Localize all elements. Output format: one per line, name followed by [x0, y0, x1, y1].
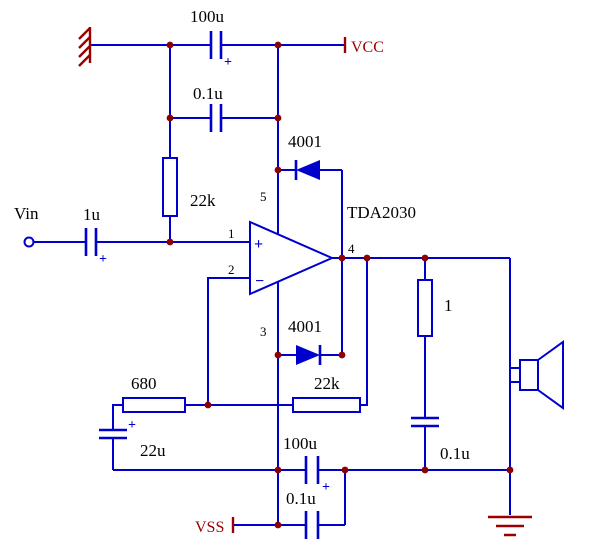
vcc-bulk-cap-plus: +	[224, 55, 232, 70]
junction-dot	[166, 114, 174, 122]
diode-bottom: 4001	[288, 317, 322, 365]
diode-bottom-label: 4001	[288, 317, 322, 336]
wire-pin2-feedback	[207, 277, 250, 405]
junction-dots	[166, 41, 514, 529]
feedback-ground-resistor: 680	[122, 374, 186, 413]
zobel-resistor: 1	[417, 279, 453, 337]
junction-dot	[274, 351, 282, 359]
diode-triangle	[296, 160, 320, 180]
vcc-label: VCC	[351, 39, 384, 56]
opamp: + − TDA2030 1 2 3 4 5	[228, 189, 416, 339]
resistor-body	[292, 397, 361, 413]
bias-resistor: 22k	[162, 157, 216, 217]
junction-dot	[338, 351, 346, 359]
bias-resistor-label: 22k	[190, 191, 216, 210]
junction-dot	[166, 238, 174, 246]
pin4-label: 4	[348, 241, 355, 256]
vin-label: Vin	[14, 204, 39, 223]
input-cap-plus: +	[99, 252, 107, 267]
junction-dot	[341, 466, 349, 474]
vcc-port: VCC	[343, 37, 384, 56]
zobel-cap: 0.1u	[411, 416, 470, 463]
vss-hf-cap-label: 0.1u	[286, 489, 316, 508]
junction-dot	[274, 41, 282, 49]
ground-symbol-top	[78, 27, 92, 67]
junction-dot	[274, 114, 282, 122]
vss-bulk-cap-label: 100u	[283, 434, 318, 453]
feedback-cap-label: 22u	[140, 441, 166, 460]
resistor-body	[162, 157, 178, 217]
cap-plates	[209, 31, 223, 59]
zobel-cap-label: 0.1u	[440, 444, 470, 463]
cap-plates	[209, 104, 223, 132]
junction-dot	[421, 466, 429, 474]
junction-dot	[274, 166, 282, 174]
opamp-minus-input: −	[255, 273, 264, 290]
diode-top-label: 4001	[288, 132, 322, 151]
pin3-label: 3	[260, 324, 267, 339]
speaker-icon	[519, 340, 564, 410]
junction-dot	[166, 41, 174, 49]
junction-dot	[421, 254, 429, 262]
feedback-resistor-label: 22k	[314, 374, 340, 393]
junction-dot	[274, 466, 282, 474]
speaker-driver	[519, 359, 539, 391]
opamp-part-label: TDA2030	[347, 203, 416, 222]
input-cap-plates	[84, 228, 98, 256]
diode-top: 4001	[288, 132, 322, 180]
wire-fb22k-to-output	[360, 258, 368, 406]
vss-hf-cap: 0.1u	[286, 489, 320, 539]
wire-680-to-22u	[112, 404, 123, 430]
speaker-cone	[537, 340, 564, 410]
vcc-hf-cap: 0.1u	[193, 84, 223, 132]
junction-dot	[506, 466, 514, 474]
pin2-label: 2	[228, 262, 235, 277]
vcc-hf-cap-label: 0.1u	[193, 84, 223, 103]
pin5-label: 5	[260, 189, 267, 204]
junction-dot	[363, 254, 371, 262]
feedback-cap: 22u +	[99, 418, 166, 460]
opamp-triangle	[249, 220, 335, 296]
cap-plates	[304, 511, 320, 539]
pin1-label: 1	[228, 226, 235, 241]
feedback-cap-plus: +	[128, 418, 136, 433]
vcc-bulk-cap: 100u +	[190, 7, 232, 70]
vss-bulk-cap: 100u +	[283, 434, 330, 495]
chassis-ground-icon	[78, 27, 92, 67]
zobel-resistor-label: 1	[444, 296, 453, 315]
resistor-body	[122, 397, 186, 413]
input-terminal	[23, 236, 35, 248]
junction-dot	[274, 521, 282, 529]
opamp-plus-input: +	[254, 236, 263, 253]
diode-triangle	[296, 345, 320, 365]
vcc-bulk-cap-label: 100u	[190, 7, 225, 26]
cap-plates	[99, 428, 127, 440]
earth-ground-symbol	[488, 515, 532, 537]
cap-plates	[411, 416, 439, 428]
junction-dot	[338, 254, 346, 262]
vss-port: VSS	[195, 517, 235, 536]
feedback-resistor: 22k	[292, 374, 361, 413]
input-section: Vin 1u +	[14, 204, 107, 267]
wires	[33, 44, 520, 526]
earth-ground-icon	[488, 515, 532, 537]
vss-label: VSS	[195, 519, 224, 536]
junction-dot	[204, 401, 212, 409]
cap-plates	[304, 456, 320, 484]
feedback-ground-resistor-label: 680	[131, 374, 157, 393]
resistor-body	[417, 279, 433, 337]
vss-bulk-cap-plus: +	[322, 480, 330, 495]
input-cap-label: 1u	[83, 205, 101, 224]
